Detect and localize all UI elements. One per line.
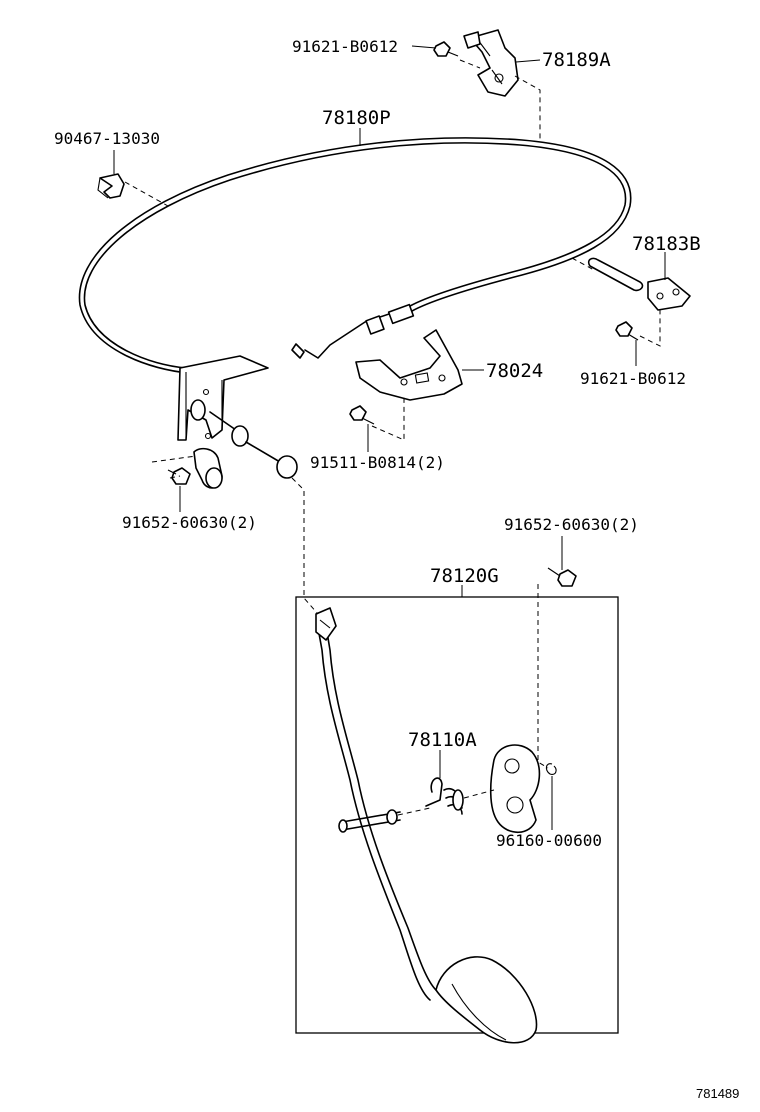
cable-clip-78189A bbox=[463, 29, 519, 97]
label-96160: 96160-00600 bbox=[496, 831, 602, 850]
bolt-91621-right bbox=[615, 321, 639, 341]
label-78189A: 78189A bbox=[542, 49, 611, 71]
label-78180P: 78180P bbox=[322, 107, 391, 129]
label-78024: 78024 bbox=[486, 360, 543, 382]
label-91652-left: 91652-60630(2) bbox=[122, 513, 257, 532]
label-78120G: 78120G bbox=[430, 565, 499, 587]
pedal-assembly-box bbox=[295, 596, 619, 1034]
label-91511: 91511-B0814(2) bbox=[310, 453, 445, 472]
bracket-78183B bbox=[587, 257, 691, 311]
label-91621-top: 91621-B0612 bbox=[292, 37, 398, 56]
pedal-pivot-parts bbox=[338, 744, 557, 834]
bolt-91621-top bbox=[433, 41, 459, 57]
bolt-91511 bbox=[349, 405, 375, 425]
accelerator-pedal-arm bbox=[315, 607, 538, 1044]
figure-number: 781489 bbox=[696, 1086, 739, 1101]
label-91652-right: 91652-60630(2) bbox=[504, 515, 639, 534]
clamp-90467 bbox=[97, 173, 125, 199]
label-78110A: 78110A bbox=[408, 729, 477, 751]
pedal-cable-bracket bbox=[177, 355, 298, 489]
label-90467: 90467-13030 bbox=[54, 129, 160, 148]
assembly-guide-lines bbox=[124, 59, 661, 816]
bracket-78024 bbox=[355, 329, 463, 401]
label-78183B: 78183B bbox=[632, 233, 701, 255]
label-91621-right: 91621-B0612 bbox=[580, 369, 686, 388]
leader-lines bbox=[113, 45, 666, 830]
bolt-91652-right bbox=[547, 567, 577, 587]
throttle-cable bbox=[78, 137, 632, 374]
